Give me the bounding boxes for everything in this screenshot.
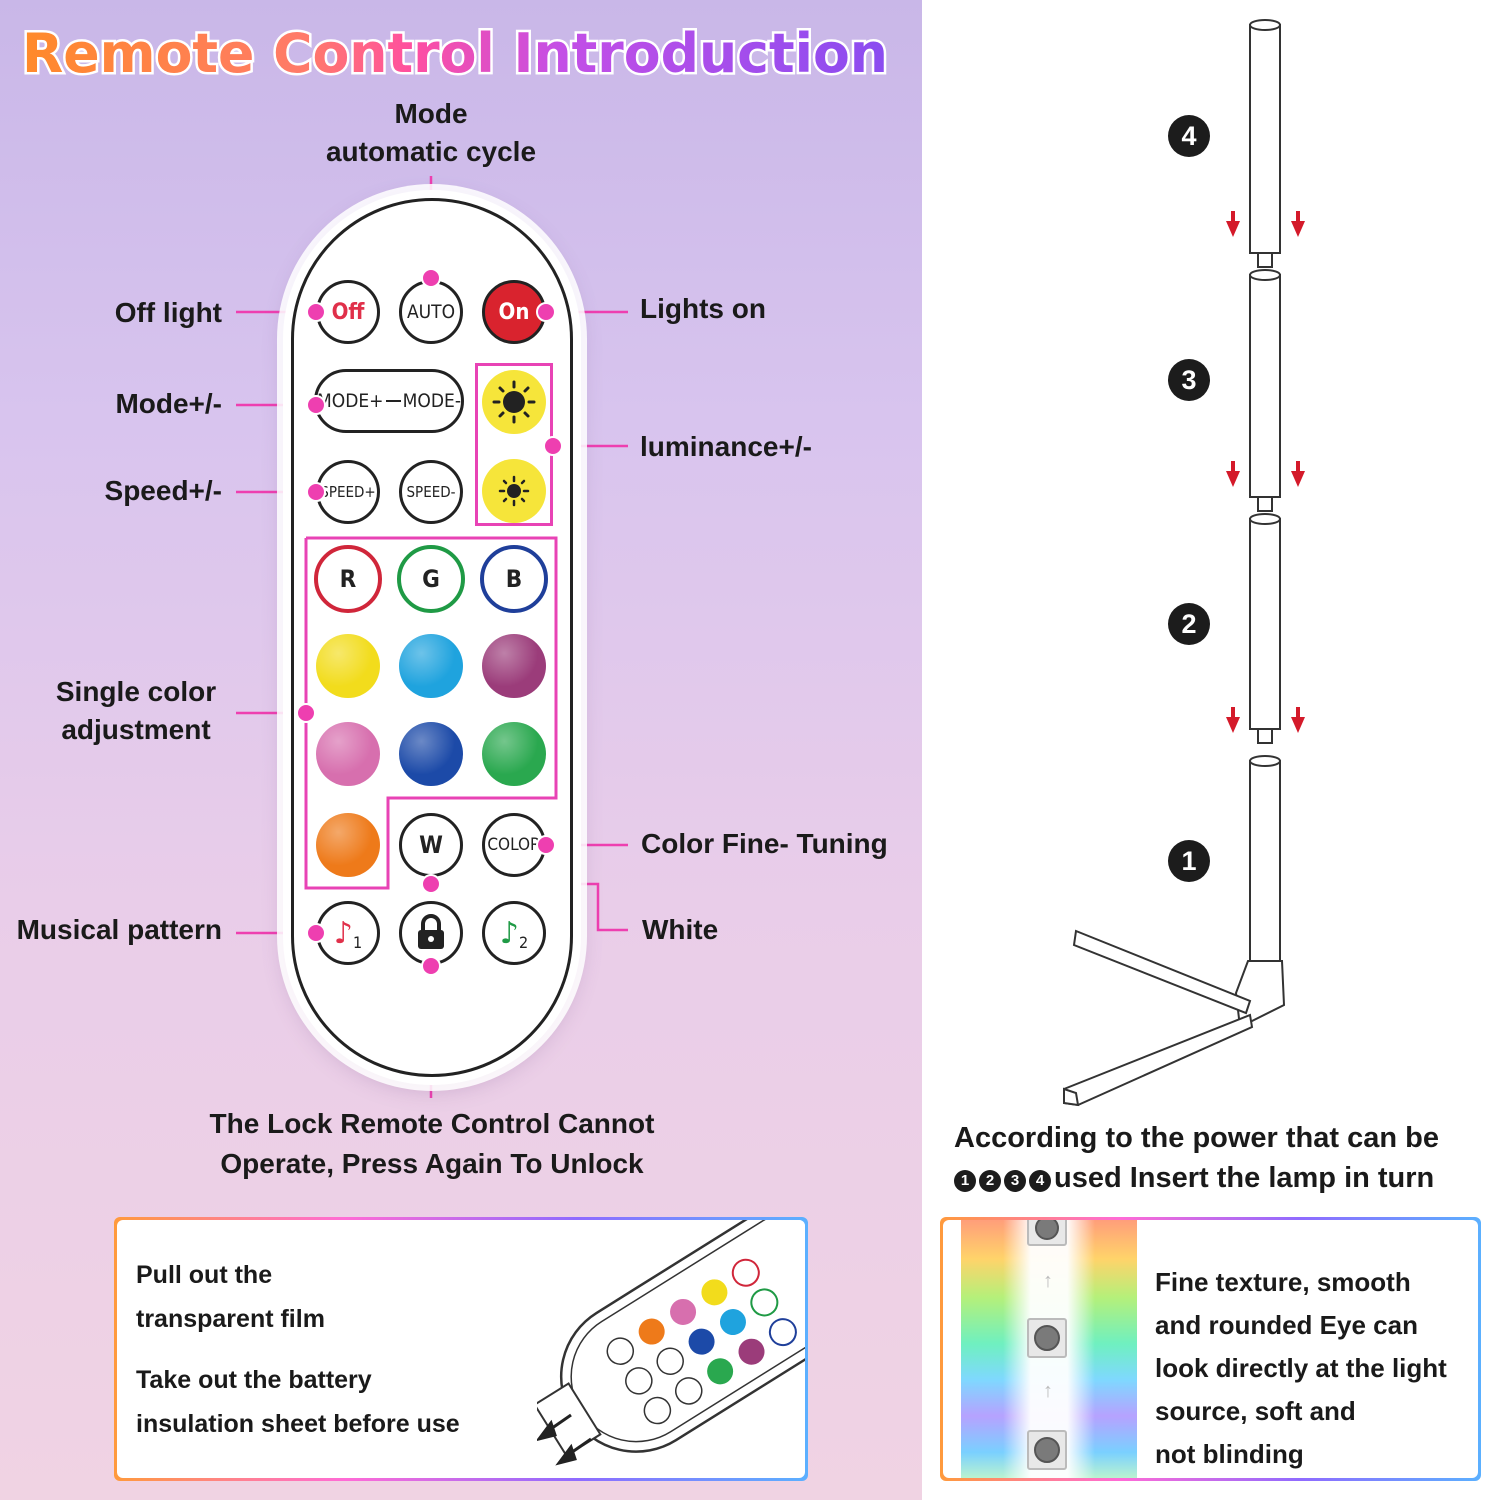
speed-label: Speed+/- [104, 475, 222, 506]
battery-card [117, 1220, 805, 1478]
mode-label: Mode+/- [115, 388, 222, 419]
title-text: Remote Control Introduction [22, 22, 888, 85]
pointer-dot [421, 268, 441, 288]
texture-line-5: not blinding [1155, 1439, 1304, 1469]
pointer-dot [536, 835, 556, 855]
red-button[interactable]: R [314, 545, 382, 613]
off-button[interactable]: Off [316, 280, 380, 344]
lock-icon [418, 914, 444, 949]
mini-step-2: 2 [979, 1170, 1001, 1192]
texture-line-4: source, soft and [1155, 1396, 1356, 1426]
dark-blue-color-button[interactable] [399, 722, 463, 786]
lights-on-label: Lights on [640, 293, 766, 324]
texture-line-2: and rounded Eye can [1155, 1310, 1418, 1340]
step-badge-3: 3 [1168, 359, 1210, 401]
sun-large-icon [492, 380, 536, 424]
step-badge-4: 4 [1168, 115, 1210, 157]
speed-minus-button[interactable]: SPEED- [399, 460, 463, 524]
color-fine-label: Color Fine- Tuning [641, 828, 888, 859]
mode-plus-label: MODE+ [317, 390, 384, 412]
orange-color-button[interactable] [316, 813, 380, 877]
pointer-dot [421, 956, 441, 976]
mini-step-3: 3 [1004, 1170, 1026, 1192]
single-color-group [304, 536, 558, 890]
arrow-up-icon: ↑ [1043, 1380, 1053, 1402]
mode-minus-label: MODE- [402, 390, 461, 412]
mini-step-4: 4 [1029, 1170, 1051, 1192]
battery-line-4: insulation sheet before use [136, 1410, 460, 1438]
arrow-up-icon: ↑ [1043, 1270, 1053, 1292]
mini-step-1: 1 [954, 1170, 976, 1192]
lock-label: The Lock Remote Control Cannot Operate, … [209, 1108, 655, 1179]
step-badge-2: 2 [1168, 603, 1210, 645]
led-chip [1027, 1430, 1067, 1470]
texture-line-1: Fine texture, smooth [1155, 1267, 1411, 1297]
sky-blue-color-button[interactable] [399, 634, 463, 698]
led-chip [1027, 1220, 1067, 1246]
music-1-sub: 1 [353, 932, 363, 952]
luminance-label: luminance+/- [640, 431, 812, 462]
music-2-button[interactable]: ♪2 [482, 901, 546, 965]
battery-line-3: Take out the battery [136, 1366, 372, 1394]
sun-small-icon [498, 475, 530, 507]
led-chip [1027, 1318, 1067, 1358]
install-caption-line-1: According to the power that can be [954, 1122, 1439, 1154]
pointer-dot [306, 302, 326, 322]
remote-battery-illustration [537, 1220, 805, 1466]
pointer-dot [306, 482, 326, 502]
single-color-label: Single color adjustment [55, 676, 217, 745]
green-color-button[interactable] [482, 722, 546, 786]
green-button[interactable]: G [397, 545, 465, 613]
pointer-dot [296, 703, 316, 723]
speed-plus-button[interactable]: SPEED+ [316, 460, 380, 524]
brightness-down-button[interactable] [482, 459, 546, 523]
musical-label: Musical pattern [16, 914, 222, 945]
page-title: Remote Control Introduction [20, 20, 891, 88]
step-badge-1: 1 [1168, 840, 1210, 882]
pointer-dot [306, 395, 326, 415]
yellow-color-button[interactable] [316, 634, 380, 698]
blue-button[interactable]: B [480, 545, 548, 613]
pointer-dot [306, 923, 326, 943]
brightness-up-button[interactable] [482, 370, 546, 434]
texture-card: ↑ ↑ [943, 1220, 1478, 1478]
battery-line-1: Pull out the [136, 1261, 273, 1289]
mode-button[interactable]: MODE+ MODE- [314, 369, 464, 433]
white-label: White [642, 914, 719, 945]
off-light-label: Off light [114, 297, 222, 328]
white-button[interactable]: W [399, 813, 463, 877]
mode-cycle-label: Mode automatic cycle [325, 98, 537, 167]
color-tuning-button[interactable]: COLOR [482, 813, 546, 877]
auto-button[interactable]: AUTO [399, 280, 463, 344]
battery-line-2: transparent film [136, 1305, 325, 1333]
purple-color-button[interactable] [482, 634, 546, 698]
install-caption-text: used Insert the lamp in turn [1054, 1162, 1435, 1194]
music-2-sub: 2 [519, 932, 529, 952]
pointer-dot [421, 874, 441, 894]
music-note-green-icon: ♪ [499, 915, 519, 951]
lamp-diagram [1063, 19, 1305, 1107]
pointer-dot [543, 436, 563, 456]
pink-color-button[interactable] [316, 722, 380, 786]
pointer-dot [536, 302, 556, 322]
mode-divider [385, 400, 401, 402]
music-note-red-icon: ♪ [333, 915, 353, 951]
texture-line-3: look directly at the light [1155, 1353, 1447, 1383]
